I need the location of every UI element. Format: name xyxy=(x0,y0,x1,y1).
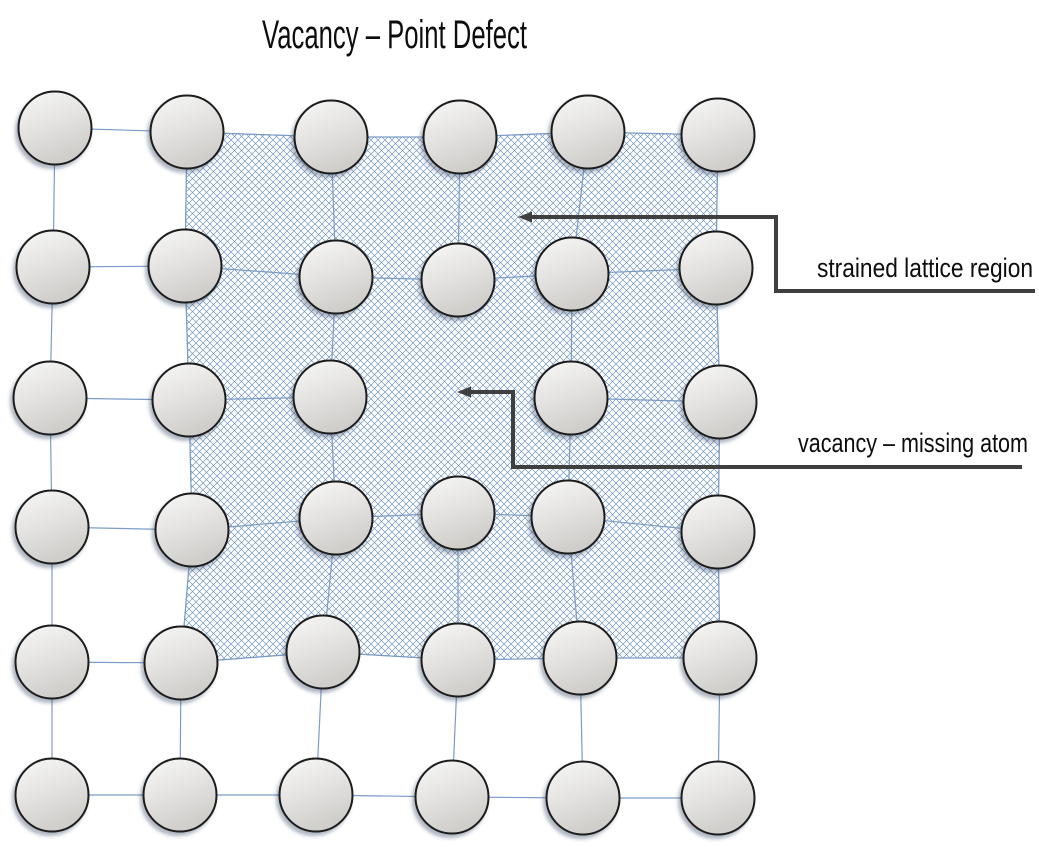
atom-r5c3 xyxy=(285,614,361,690)
atom-r3c3 xyxy=(292,359,368,435)
atom-r4c2 xyxy=(154,492,230,568)
atom-r2c4 xyxy=(420,242,496,318)
atom-r4c4 xyxy=(420,475,496,551)
atom-r5c4 xyxy=(420,622,496,698)
strained-region-label: strained lattice region xyxy=(817,253,1033,283)
atom-r6c3 xyxy=(278,757,354,833)
atom-r3c2 xyxy=(151,362,227,438)
atom-r4c3 xyxy=(298,480,374,556)
atom-r5c1 xyxy=(14,624,90,700)
atom-r3c6 xyxy=(682,364,758,440)
atom-r2c2 xyxy=(147,228,223,304)
atom-r1c6 xyxy=(680,97,756,173)
atom-r1c1 xyxy=(17,90,93,166)
atom-r2c3 xyxy=(298,239,374,315)
atom-r6c6 xyxy=(680,760,756,836)
diagram-title: Vacancy – Point Defect xyxy=(262,13,527,57)
annotation-arrow-line-1 xyxy=(468,390,1022,469)
atom-r6c2 xyxy=(142,757,218,833)
atom-r5c6 xyxy=(682,620,758,696)
atom-r1c4 xyxy=(422,99,498,175)
atom-r4c6 xyxy=(680,494,756,570)
vacancy-label: vacancy – missing atom xyxy=(798,428,1028,458)
lattice-atoms xyxy=(12,90,758,836)
arrowhead-icon xyxy=(457,386,471,398)
atom-r3c1 xyxy=(12,360,88,436)
atom-r3c5 xyxy=(533,360,609,436)
atom-r4c1 xyxy=(14,489,90,565)
strained-lattice-region xyxy=(180,131,721,664)
atom-r5c5 xyxy=(542,620,618,696)
atom-r6c1 xyxy=(14,757,90,833)
atom-r1c5 xyxy=(550,94,626,170)
atom-r5c2 xyxy=(143,625,219,701)
atom-r1c2 xyxy=(149,94,225,170)
atom-r2c5 xyxy=(534,236,610,312)
annotation-arrow-line-0 xyxy=(529,215,1035,293)
arrowhead-icon xyxy=(518,211,532,223)
atom-r2c6 xyxy=(678,230,754,306)
atom-r6c4 xyxy=(414,759,490,835)
atom-r6c5 xyxy=(545,760,621,836)
atom-r1c3 xyxy=(293,99,369,175)
annotation-arrows xyxy=(457,211,1035,469)
atom-r2c1 xyxy=(15,229,91,305)
atom-r4c5 xyxy=(530,479,606,555)
